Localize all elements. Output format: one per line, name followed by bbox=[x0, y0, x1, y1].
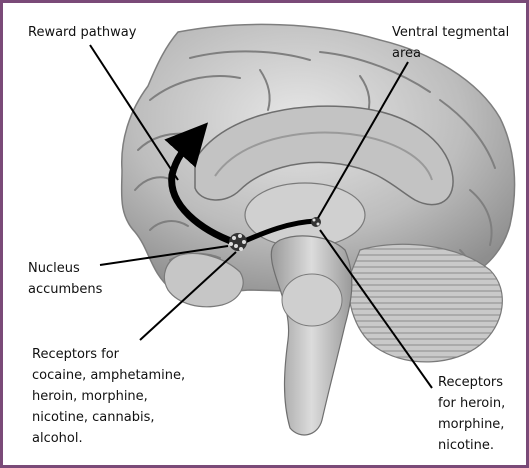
nucleus-accumbens-marker bbox=[229, 233, 247, 251]
receptors-left-label: Receptors for cocaine, amphetamine, hero… bbox=[32, 344, 185, 449]
pons bbox=[282, 274, 342, 326]
nucleus-accumbens-label: Nucleus accumbens bbox=[28, 258, 102, 300]
receptors-right-label: Receptors for heroin, morphine, nicotine… bbox=[438, 372, 505, 456]
reward-pathway-label: Reward pathway bbox=[28, 22, 136, 43]
brain-stem bbox=[271, 236, 352, 435]
vta-marker bbox=[311, 217, 321, 227]
vta-label: Ventral tegmental area bbox=[392, 22, 509, 64]
